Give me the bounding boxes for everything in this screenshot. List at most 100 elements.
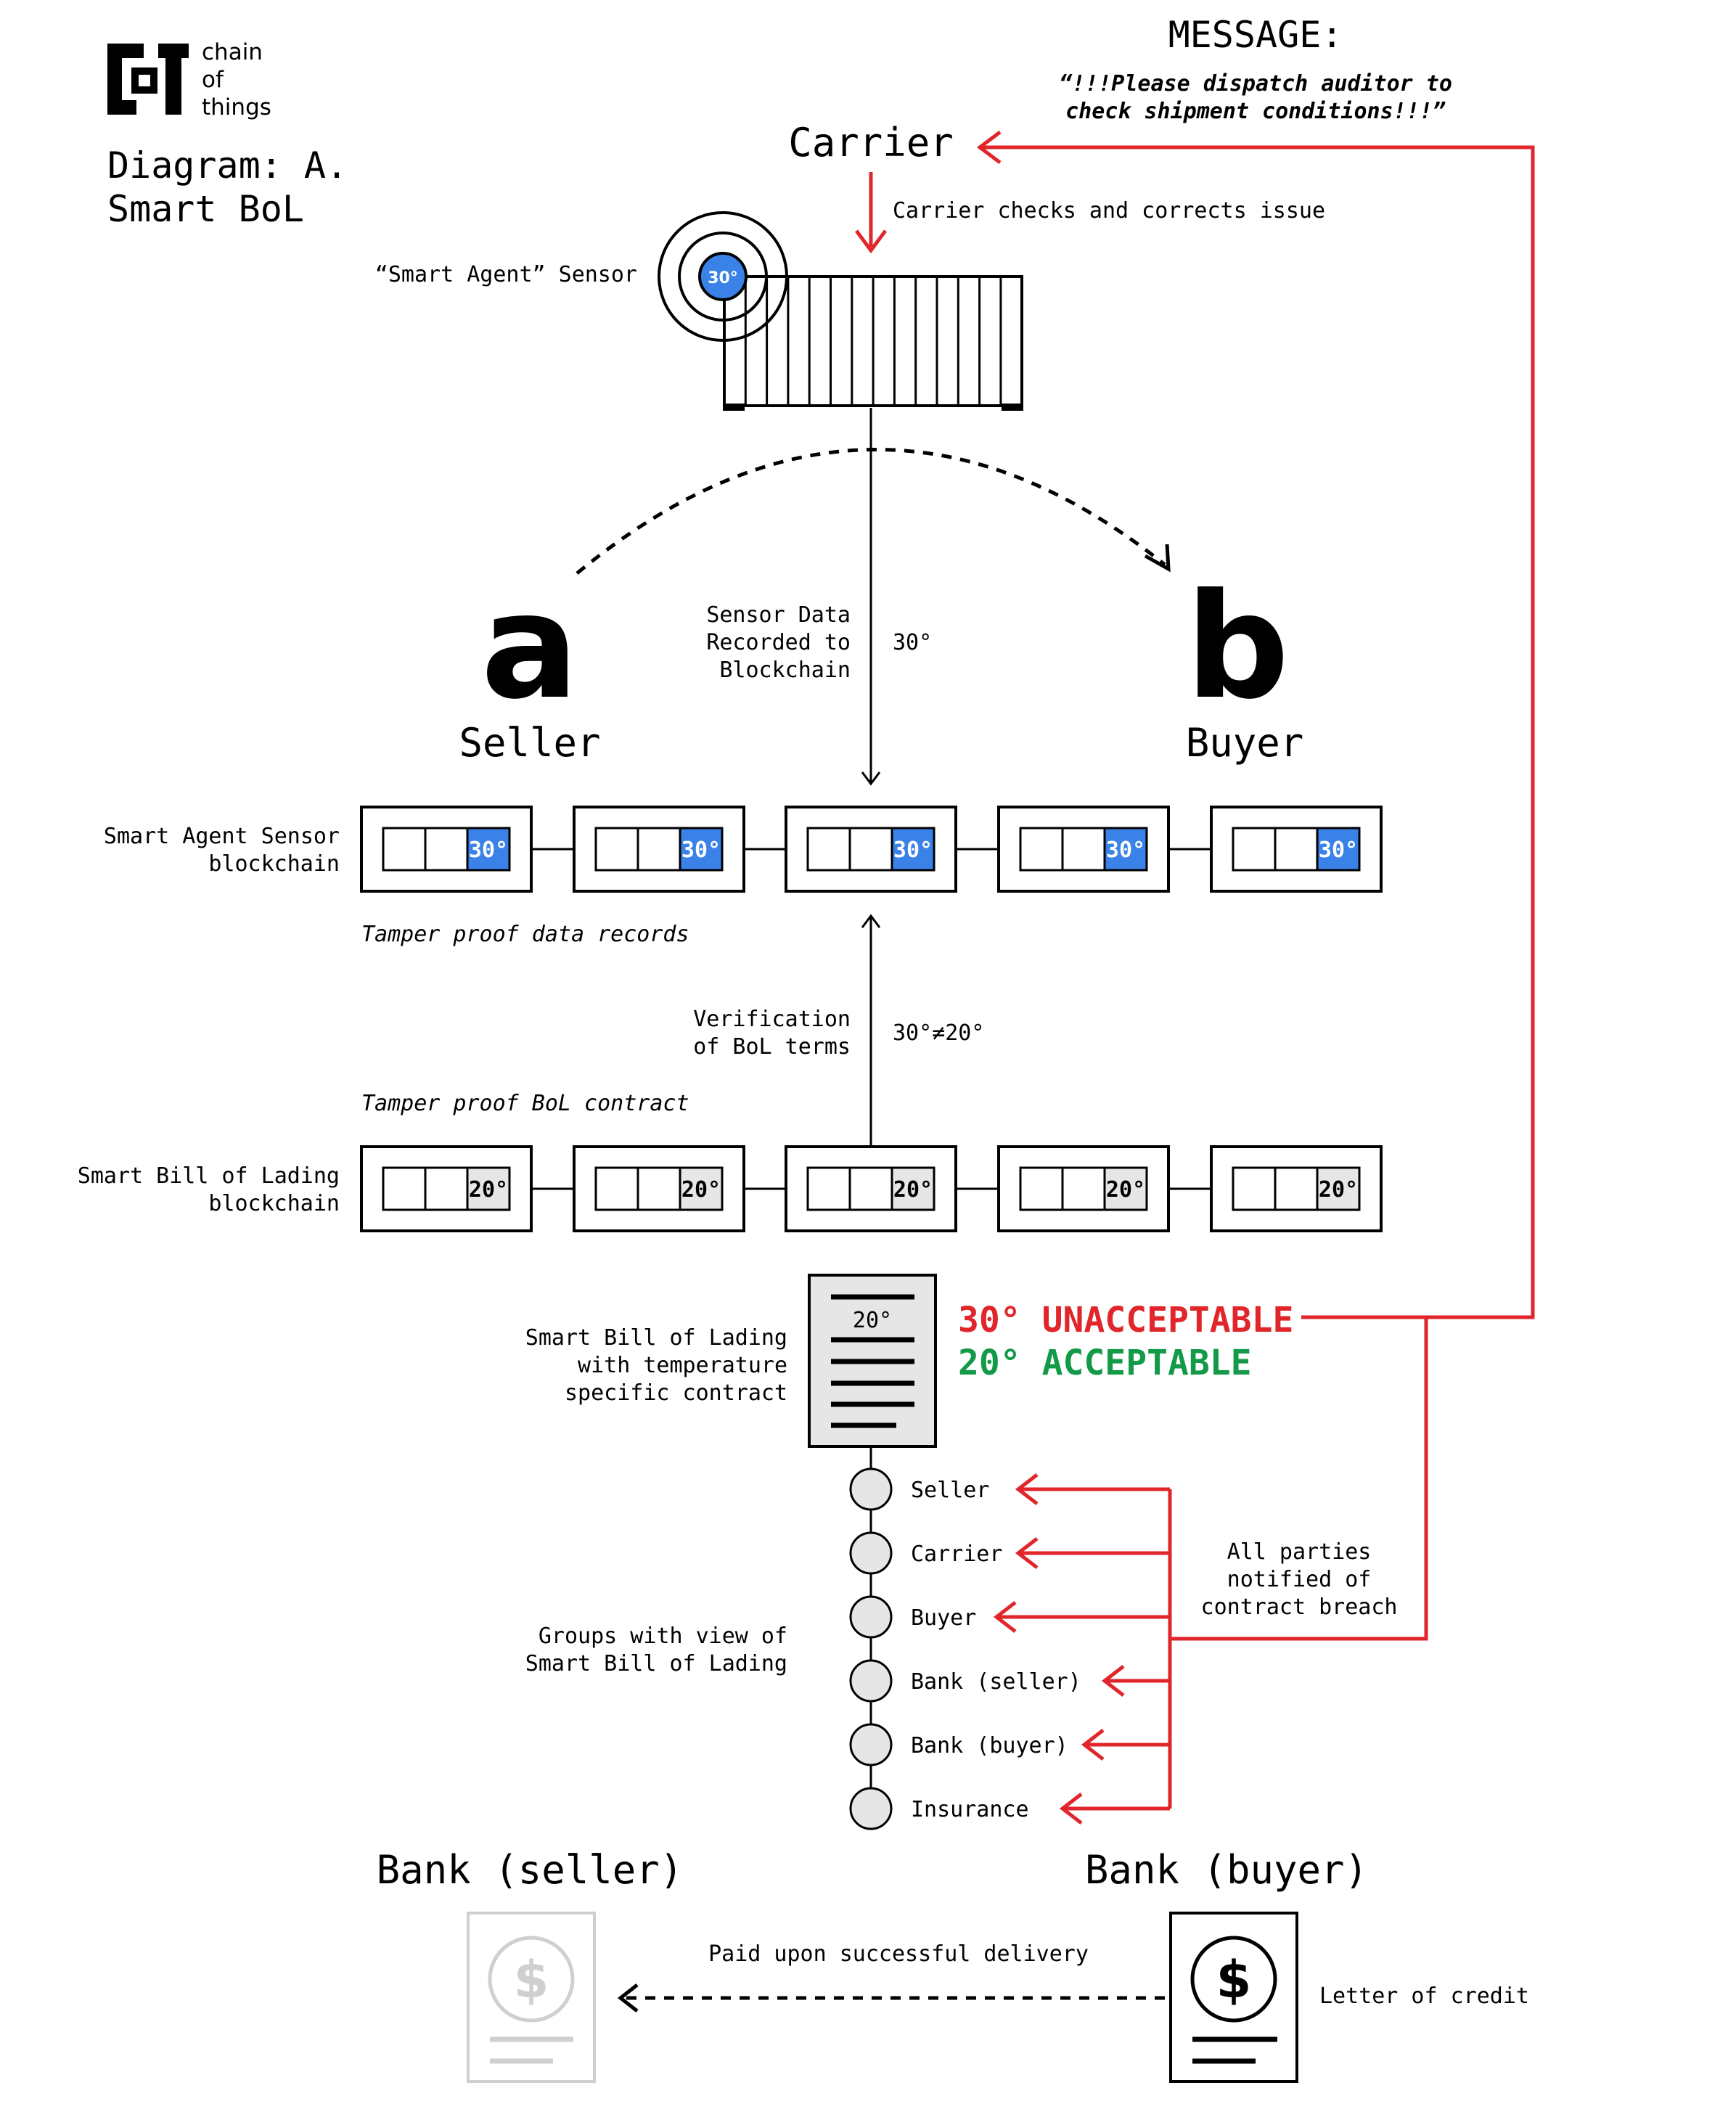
sensor-chain-value: 30° bbox=[469, 838, 508, 863]
sensor-chain-block: 30° bbox=[1210, 806, 1383, 893]
carrier-title: Carrier bbox=[788, 120, 954, 165]
container-ribs bbox=[744, 277, 1002, 406]
sensor-chain-label-1: Smart Agent Sensor bbox=[104, 824, 340, 849]
contract-label-1: Smart Bill of Lading bbox=[525, 1325, 787, 1351]
unacceptable-status: 30° UNACCEPTABLE bbox=[958, 1300, 1293, 1340]
bank-seller-document: $ bbox=[467, 1912, 596, 2083]
group-item: Buyer bbox=[849, 1595, 1170, 1639]
group-label: Buyer bbox=[911, 1605, 976, 1631]
group-node bbox=[849, 1723, 893, 1766]
payment-note: Paid upon successful delivery bbox=[708, 1941, 1089, 1967]
message-line-1: “!!!Please dispatch auditor to bbox=[1059, 71, 1452, 97]
sensor-chain-value: 30° bbox=[1319, 838, 1358, 863]
group-node bbox=[849, 1787, 893, 1830]
contract-doc-value: 20° bbox=[853, 1308, 892, 1333]
sensor-chain-value: 30° bbox=[681, 838, 721, 863]
bol-chain-value: 20° bbox=[469, 1177, 508, 1203]
group-item: Insurance bbox=[849, 1787, 1170, 1830]
letter-of-credit-document: $ bbox=[1169, 1912, 1298, 2083]
sensor-reading: 30° bbox=[708, 269, 738, 287]
group-item: Carrier bbox=[849, 1531, 1170, 1575]
verification-label-2: of BoL terms bbox=[693, 1034, 851, 1060]
group-label: Carrier bbox=[911, 1541, 1002, 1567]
notify-path bbox=[1168, 1317, 1428, 1809]
bol-chain-block: 20° bbox=[997, 1145, 1170, 1232]
notify-line-2: notified of bbox=[1227, 1567, 1372, 1592]
contract-document: 20° bbox=[808, 1274, 937, 1448]
sensor-chain-block: 30° bbox=[997, 806, 1170, 893]
sensor-flow-label-3: Blockchain bbox=[719, 658, 851, 683]
party-a-letter: a bbox=[481, 562, 579, 732]
sensor-chain-block: 30° bbox=[573, 806, 745, 893]
group-node bbox=[849, 1595, 893, 1639]
groups-label-1: Groups with view of bbox=[539, 1623, 787, 1649]
sensor-chain-block: 30° bbox=[360, 806, 533, 893]
group-label: Insurance bbox=[911, 1797, 1029, 1822]
bol-chain-value: 20° bbox=[1106, 1177, 1145, 1203]
bank-buyer-dollar-icon: $ bbox=[1216, 1950, 1252, 2010]
sensor-chain-value: 30° bbox=[1106, 838, 1145, 863]
verification-label-1: Verification bbox=[693, 1007, 851, 1032]
party-b-letter: b bbox=[1185, 562, 1289, 732]
sensor-chain-block: 30° bbox=[785, 806, 957, 893]
bank-seller-title: Bank (seller) bbox=[377, 1847, 684, 1893]
group-item: Seller bbox=[849, 1467, 1170, 1511]
sensor-data-arrow bbox=[861, 408, 881, 786]
group-label: Bank (seller) bbox=[911, 1669, 1081, 1695]
diagram-title-line-2: Smart BoL bbox=[107, 188, 304, 230]
sensor-reading-dot bbox=[698, 252, 748, 301]
group-item: Bank (buyer) bbox=[849, 1723, 1170, 1766]
sensor-chain-value-cell bbox=[1103, 827, 1148, 872]
bol-chain-caption: Tamper proof BoL contract bbox=[361, 1091, 689, 1116]
verification-value: 30°≠20° bbox=[893, 1020, 984, 1046]
carrier-note: Carrier checks and corrects issue bbox=[893, 198, 1325, 224]
notify-arrowhead bbox=[1101, 1665, 1125, 1697]
sensor-chain-caption: Tamper proof data records bbox=[361, 922, 689, 947]
notify-arrowhead bbox=[1015, 1537, 1039, 1569]
bol-chain-label-1: Smart Bill of Lading bbox=[78, 1163, 340, 1189]
bol-chain-block: 20° bbox=[785, 1145, 957, 1232]
sensor-flow-label-2: Recorded to bbox=[706, 630, 851, 655]
sensor-chain-value-cell bbox=[679, 827, 724, 872]
notify-arrowhead bbox=[1081, 1729, 1105, 1761]
bank-seller-dollar-icon: $ bbox=[514, 1950, 549, 2010]
sensor-chain-value: 30° bbox=[893, 838, 933, 863]
payment-arrow bbox=[617, 1983, 1165, 2012]
bol-chain-block: 20° bbox=[1210, 1145, 1383, 1232]
bol-chain-value-cell bbox=[1316, 1166, 1361, 1211]
sensor-flow-label-1: Sensor Data bbox=[706, 602, 851, 628]
notify-arrowhead bbox=[993, 1601, 1017, 1633]
bol-blockchain: 20° 20° 20° 20° 20° bbox=[360, 1145, 1383, 1232]
group-node bbox=[849, 1531, 893, 1575]
bol-chain-value-cell bbox=[890, 1166, 935, 1211]
message-line-2: check shipment conditions!!!” bbox=[1065, 99, 1446, 124]
shipping-container bbox=[723, 275, 1023, 411]
sensor-flow-value: 30° bbox=[893, 630, 932, 655]
sensor-blockchain: 30° 30° 30° 30° 30° bbox=[360, 806, 1383, 893]
bol-chain-block: 20° bbox=[360, 1145, 533, 1232]
notify-arrowhead bbox=[1015, 1473, 1039, 1505]
chain-of-things-logo: chain of things bbox=[107, 39, 271, 120]
bol-chain-value-cell bbox=[679, 1166, 724, 1211]
diagram-title-line-1: Diagram: A. bbox=[107, 144, 348, 187]
party-a-name: Seller bbox=[459, 720, 600, 766]
sensor-chain-value-cell bbox=[466, 827, 511, 872]
bol-chain-value: 20° bbox=[893, 1177, 933, 1203]
bol-chain-value: 20° bbox=[681, 1177, 721, 1203]
notify-line-1: All parties bbox=[1227, 1539, 1372, 1565]
logo-line-2: of bbox=[202, 67, 224, 93]
breach-message-path bbox=[976, 131, 1535, 1319]
group-label: Bank (buyer) bbox=[911, 1733, 1068, 1758]
contract-label-2: with temperature bbox=[578, 1353, 787, 1378]
sensor-label: “Smart Agent” Sensor bbox=[375, 262, 637, 287]
message-title: MESSAGE: bbox=[1168, 14, 1343, 56]
bol-chain-value-cell bbox=[1103, 1166, 1148, 1211]
verification-arrow bbox=[861, 914, 881, 1148]
sensor-chain-value-cell bbox=[1316, 827, 1361, 872]
notify-line-3: contract breach bbox=[1201, 1594, 1398, 1620]
group-label: Seller bbox=[911, 1478, 989, 1503]
carrier-check-arrow bbox=[854, 172, 888, 254]
acceptable-status: 20° ACCEPTABLE bbox=[958, 1343, 1252, 1383]
group-node bbox=[849, 1467, 893, 1511]
